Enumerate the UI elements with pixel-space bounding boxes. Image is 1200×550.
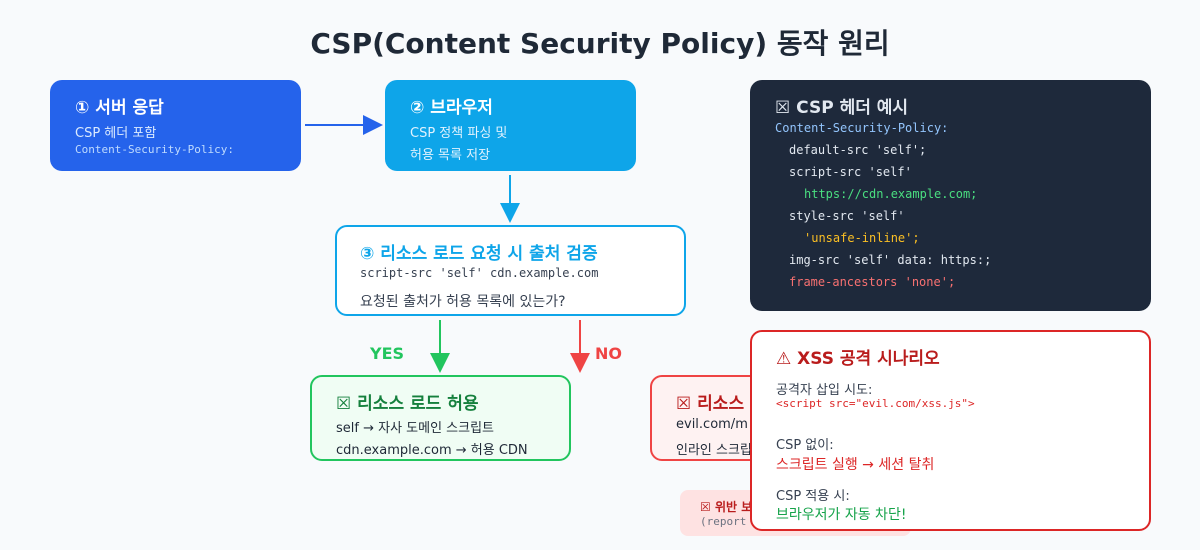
diagram-title: CSP(Content Security Policy) 동작 원리: [310, 27, 890, 60]
xss-with-result: 브라우저가 자동 차단!: [776, 507, 907, 523]
step2-browser: ② 브라우저 CSP 정책 파싱 및 허용 목록 저장: [385, 80, 636, 171]
allow-line1: self → 자사 도메인 스크립트: [336, 421, 495, 436]
xss-without-label: CSP 없이:: [776, 438, 834, 453]
code-line: https://cdn.example.com;: [804, 187, 978, 201]
report-line2: (report: [700, 515, 747, 528]
step3-line2: 요청된 출처가 허용 목록에 있는가?: [360, 294, 566, 310]
code-line: frame-ancestors 'none';: [789, 275, 956, 289]
allow-box: ☒ 리소스 로드 허용 self → 자사 도메인 스크립트 cdn.examp…: [310, 375, 571, 461]
xss-scenario: ⚠ XSS 공격 시나리오 공격자 삽입 시도: <script src="ev…: [750, 330, 1151, 531]
code-line: img-src 'self' data: https:;: [789, 253, 992, 267]
xss-without-result: 스크립트 실행 → 세션 탈취: [776, 457, 935, 473]
step1-line1: CSP 헤더 포함: [75, 126, 157, 141]
step1-line2: Content-Security-Policy:: [75, 143, 234, 156]
code-line: 'unsafe-inline';: [804, 231, 920, 245]
no-label: NO: [595, 344, 622, 363]
csp-header-example: ☒ CSP 헤더 예시 Content-Security-Policy: def…: [750, 80, 1151, 311]
step3-title: ③ 리소스 로드 요청 시 출처 검증: [360, 244, 598, 264]
code-line: style-src 'self': [789, 209, 905, 223]
document-icon: ☒: [775, 98, 791, 118]
block-title: 리소스: [697, 394, 745, 414]
allow-line2: cdn.example.com → 허용 CDN: [336, 443, 528, 458]
block-title-row: ☒ 리소스: [676, 389, 744, 414]
block-line2: 인라인 스크립: [676, 443, 752, 458]
code-line: Content-Security-Policy:: [775, 121, 949, 135]
block-icon: ☒: [676, 394, 692, 414]
step2-line2: 허용 목록 저장: [410, 148, 491, 163]
yes-label: YES: [370, 344, 405, 363]
header-example-title-row: ☒ CSP 헤더 예시: [775, 93, 908, 118]
step2-title: ② 브라우저: [410, 98, 493, 118]
report-line1-row: ☒ 위반 보: [700, 498, 752, 515]
step3-line1: script-src 'self' cdn.example.com: [360, 266, 599, 280]
block-line1: evil.com/m: [676, 417, 748, 432]
report-icon: ☒: [700, 500, 711, 514]
step1-title: ① 서버 응답: [75, 98, 164, 118]
code-line: script-src 'self': [789, 165, 912, 179]
xss-attempt-code: <script src="evil.com/xss.js">: [776, 397, 975, 410]
code-line: default-src 'self';: [789, 143, 927, 157]
xss-attempt-label: 공격자 삽입 시도:: [776, 383, 873, 398]
allow-title-row: ☒ 리소스 로드 허용: [336, 389, 479, 414]
allow-title: 리소스 로드 허용: [357, 394, 479, 414]
header-example-title: CSP 헤더 예시: [796, 98, 909, 118]
step2-line1: CSP 정책 파싱 및: [410, 126, 508, 141]
xss-title: ⚠ XSS 공격 시나리오: [776, 349, 940, 369]
step1-server-response: ① 서버 응답 CSP 헤더 포함 Content-Security-Polic…: [50, 80, 301, 171]
step3-origin-check: ③ 리소스 로드 요청 시 출처 검증 script-src 'self' cd…: [335, 225, 686, 316]
xss-with-label: CSP 적용 시:: [776, 489, 850, 504]
check-icon: ☒: [336, 394, 352, 414]
report-line1: 위반 보: [714, 500, 753, 514]
